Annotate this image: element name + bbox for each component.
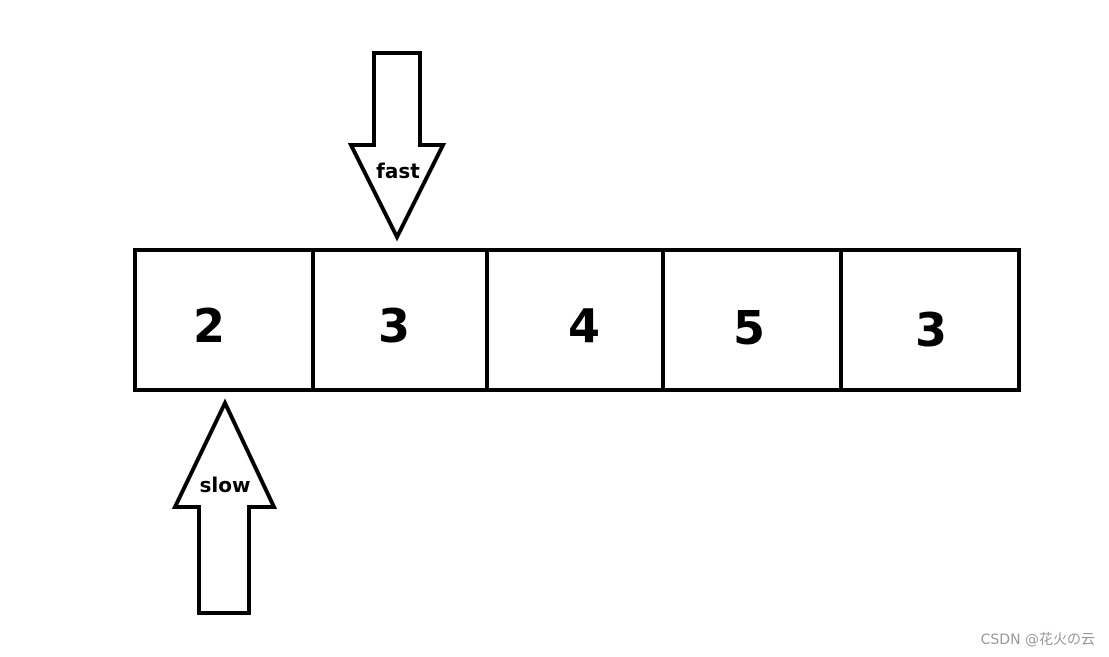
fast-arrow-icon (347, 51, 447, 242)
cell-value-1: 3 (378, 299, 410, 353)
array-outline (133, 248, 1021, 392)
slow-pointer: slow (171, 398, 278, 615)
array-values: 2 3 4 5 3 (193, 299, 947, 357)
fast-label: fast (376, 159, 420, 183)
cell-value-3: 5 (733, 301, 765, 355)
slow-arrow-icon (171, 398, 278, 615)
watermark: CSDN @花火の云 (980, 632, 1095, 648)
fast-pointer: fast (347, 51, 447, 242)
cell-value-0: 2 (193, 299, 225, 353)
slow-label: slow (200, 473, 251, 497)
cell-value-4: 3 (915, 303, 947, 357)
cell-value-2: 4 (568, 299, 600, 353)
array-box (133, 248, 1021, 392)
